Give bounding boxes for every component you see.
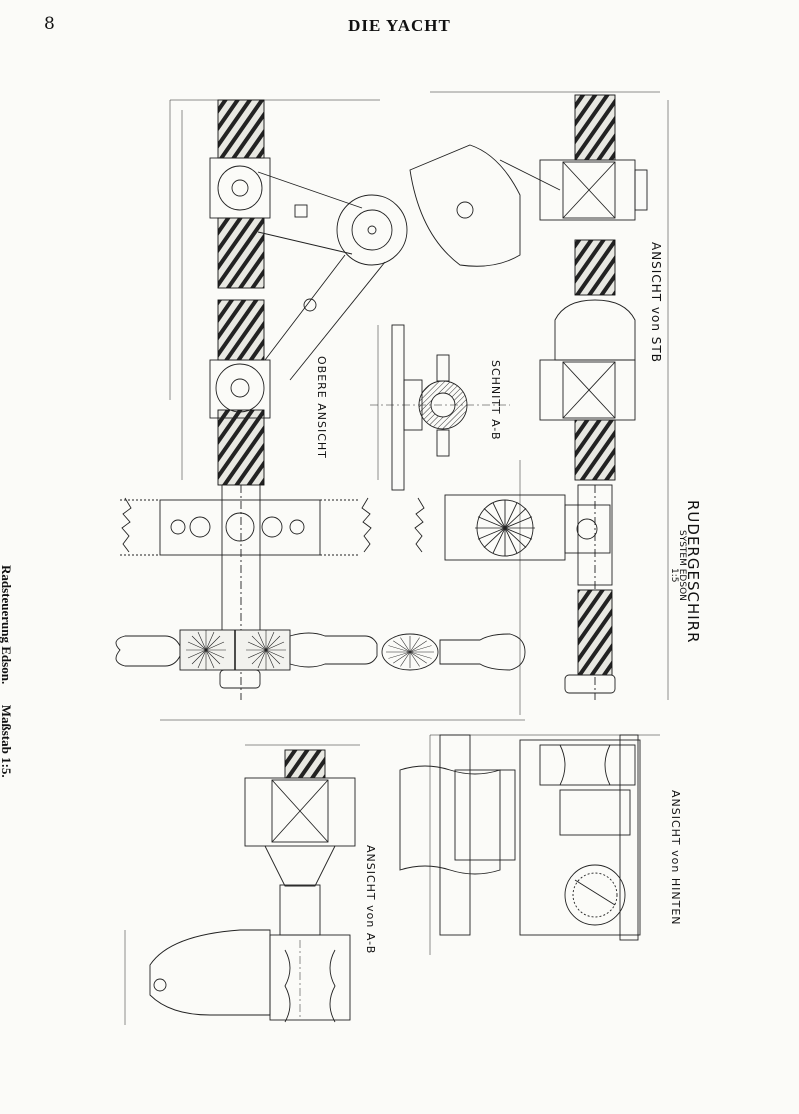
ansicht-stb-view (409, 91, 669, 700)
label-schnitt-a-b: SCHNITT A-B (489, 360, 502, 441)
obere-ansicht-view (115, 99, 526, 721)
label-obere-ansicht: OBERE ANSICHT (315, 356, 328, 459)
label-ansicht-stb: ANSICHT von STB (649, 242, 663, 363)
label-ansicht-hinten: ANSICHT von HINTEN (669, 790, 682, 926)
ansicht-hinten-view (399, 734, 660, 955)
page-number: 8 (44, 14, 55, 34)
label-ansicht-a-b: ANSICHT von A-B (364, 845, 377, 954)
page-title: DIE YACHT (348, 16, 451, 35)
label-ruder-scale: 1:5 (669, 568, 679, 582)
ansicht-a-b-view (124, 744, 360, 1025)
label-ruder-system: SYSTEM EDSON (677, 530, 687, 601)
schnitt-a-b-view (370, 324, 510, 491)
label-ruder-title: RUDERGESCHIRR (684, 500, 702, 644)
